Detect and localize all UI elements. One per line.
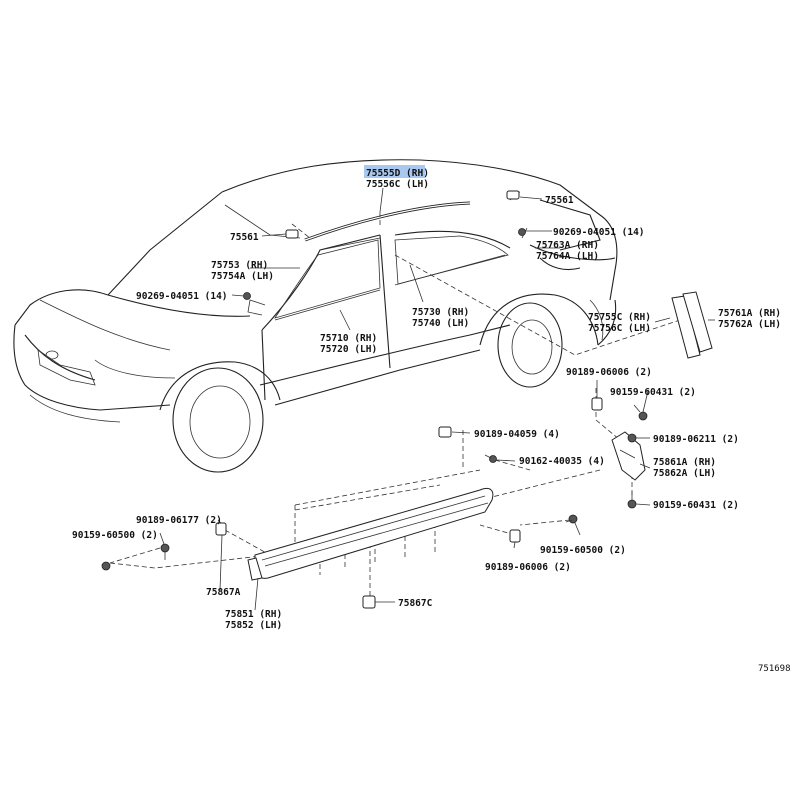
rocker-panel	[247, 487, 494, 581]
label-90159-60500-left: 90159-60500 (2)	[72, 530, 158, 541]
label-75556c: 75556C (LH)	[366, 179, 429, 190]
label-75555d: 75555D (RH)	[366, 168, 429, 179]
label-75753: 75753 (RH)	[211, 260, 268, 271]
label-75740: 75740 (LH)	[412, 318, 469, 329]
label-90189-06006-top: 90189-06006 (2)	[566, 367, 652, 378]
label-75730: 75730 (RH)	[412, 307, 469, 318]
label-75851: 75851 (RH)	[225, 609, 282, 620]
label-90159-60431-bot: 90159-60431 (2)	[653, 500, 739, 511]
roof-molding	[304, 201, 471, 242]
label-90159-60500-right: 90159-60500 (2)	[540, 545, 626, 556]
car-body	[13, 159, 618, 473]
fasteners	[101, 190, 648, 609]
label-90269-left: 90269-04051 (14)	[136, 291, 228, 302]
label-75763a: 75763A (RH)	[536, 240, 599, 251]
highlight-75555d	[364, 165, 425, 178]
pillar-garnish	[671, 291, 713, 359]
label-75861a: 75861A (RH)	[653, 457, 716, 468]
label-75867c: 75867C	[398, 598, 433, 609]
label-75761a: 75761A (RH)	[718, 308, 781, 319]
label-90189-04059: 90189-04059 (4)	[474, 429, 560, 440]
leader-lines	[159, 187, 715, 611]
label-90162-40035: 90162-40035 (4)	[519, 456, 605, 467]
label-90189-06177: 90189-06177 (2)	[136, 515, 222, 526]
label-75852: 75852 (LH)	[225, 620, 282, 631]
label-75755c: 75755C (RH)	[588, 312, 651, 323]
mudguard	[611, 431, 646, 481]
label-75862a: 75862A (LH)	[653, 468, 716, 479]
label-90189-06211: 90189-06211 (2)	[653, 434, 739, 445]
label-75720: 75720 (LH)	[320, 344, 377, 355]
label-90189-06006-bot: 90189-06006 (2)	[485, 562, 571, 573]
label-75764a: 75764A (LH)	[536, 251, 599, 262]
label-75754a: 75754A (LH)	[211, 271, 274, 282]
label-75756c: 75756C (LH)	[588, 323, 651, 334]
label-75710: 75710 (RH)	[320, 333, 377, 344]
diagram-code: 751698	[758, 664, 791, 674]
label-75561-left: 75561	[230, 232, 259, 243]
label-75762a: 75762A (LH)	[718, 319, 781, 330]
label-90269-right: 90269-04051 (14)	[553, 227, 645, 238]
part-labels: 75555D (RH) 75556C (LH) 75561 75561 9026…	[72, 168, 791, 674]
label-75867a: 75867A	[206, 587, 241, 598]
label-90159-60431-top: 90159-60431 (2)	[610, 387, 696, 398]
label-75561-right: 75561	[545, 195, 574, 206]
